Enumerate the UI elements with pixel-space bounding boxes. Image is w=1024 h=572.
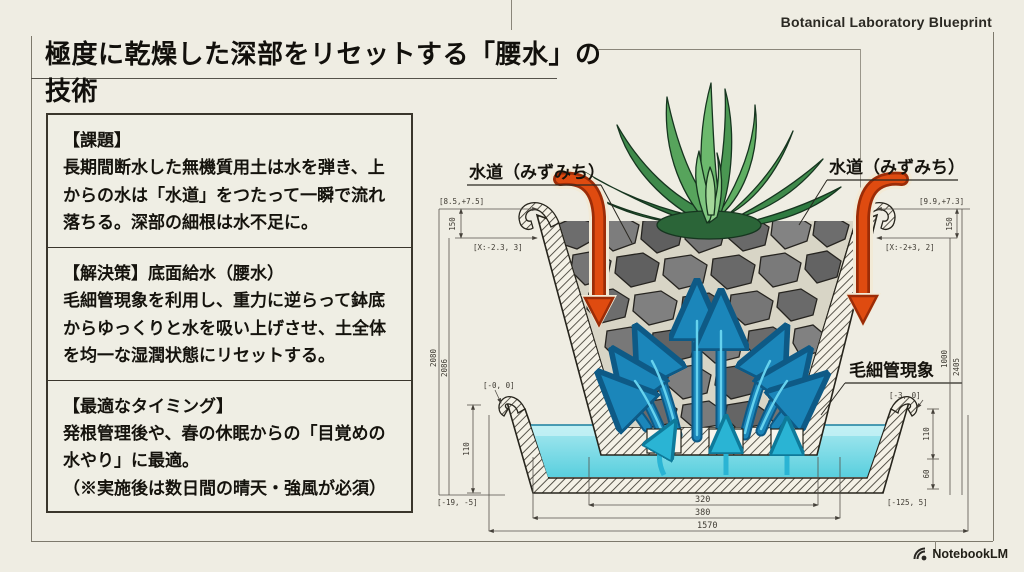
info-section-solution: 【解決策】底面給水（腰水） 毛細管現象を利用し、重力に逆らって鉢底からゆっくりと… [48,246,411,380]
svg-text:110: 110 [922,427,931,441]
svg-text:[X:-2.3, 3]: [X:-2.3, 3] [473,243,523,252]
svg-text:1000: 1000 [940,349,949,368]
svg-text:2080: 2080 [429,348,438,367]
svg-text:[8.5,+7.5]: [8.5,+7.5] [439,197,484,206]
label-mizumichi-right: 水道（みずみち） [829,157,965,177]
water-channel-arrow-right [845,168,912,327]
title-underline [31,78,557,79]
water-channel-arrow-left [550,168,617,329]
drainage-gaps [647,429,803,477]
svg-text:[X:-2+3, 2]: [X:-2+3, 2] [885,243,935,252]
footer-brand-text: NotebookLM [932,547,1008,561]
agave-plant [582,82,842,240]
info-section-problem: 【課題】 長期間断水した無機質用土は水を弾き、上からの水は「水道」をつたって一瞬… [48,115,411,247]
svg-text:380: 380 [695,508,710,518]
frame-bottom-line [31,541,993,542]
footer-brand: NotebookLM [913,547,1008,561]
info-body-problem: 長期間断水した無機質用土は水を弾き、上からの水は「水道」をつたって一瞬で流れ落ち… [63,158,386,233]
top-center-tick [511,0,512,30]
svg-text:60: 60 [922,469,931,479]
svg-text:1570: 1570 [697,521,717,531]
svg-text:[-3, 0]: [-3, 0] [889,391,921,400]
frame-right-line [993,32,994,541]
page-title: 極度に乾燥した深部をリセットする「腰水」の技術 [45,39,602,106]
label-mizumichi-left: 水道（みずみち） [469,162,605,182]
footer-tick [935,541,936,553]
info-body-solution: 毛細管現象を利用し、重力に逆らって鉢底からゆっくりと水を吸い上げさせ、土全体を均… [63,290,386,366]
svg-text:[-19, -5]: [-19, -5] [437,498,478,507]
info-section-timing: 【最適なタイミング】 発根管理後や、春の休眠からの「目覚めの水やり」に最適。 （… [48,379,411,513]
svg-text:110: 110 [462,442,471,456]
info-body-timing: 発根管理後や、春の休眠からの「目覚めの水やり」に最適。 （※実施後は数日間の晴天… [63,423,386,498]
info-heading-problem: 【課題】 [63,131,131,150]
svg-text:[9.9,+7.3]: [9.9,+7.3] [919,197,964,206]
svg-text:2086: 2086 [440,358,449,377]
info-heading-timing: 【最適なタイミング】 [63,396,233,416]
info-heading-solution: 【解決策】底面給水（腰水） [63,263,284,283]
svg-text:[-125, 5]: [-125, 5] [887,498,928,507]
top-brand-text: Botanical Laboratory Blueprint [780,14,992,30]
svg-text:150: 150 [448,217,457,231]
info-box: 【課題】 長期間断水した無機質用土は水を弾き、上からの水は「水道」をつたって一瞬… [46,113,413,513]
svg-text:2405: 2405 [952,358,961,376]
label-capillary: 毛細管現象 [849,360,934,380]
diagram-top-right-ext [860,49,861,209]
dimension-annotations: [8.5,+7.5] 150 [X:-2.3, 3] 2080 2086 [9.… [429,197,970,533]
svg-text:150: 150 [945,217,954,231]
saucer-cross-section [498,396,918,494]
diagram-top-line [598,49,860,50]
svg-text:320: 320 [695,495,710,505]
frame-left-line [31,36,32,541]
blueprint-diagram: 水道（みずみち） 水道（みずみち） 毛細管現象 [8.5,+7.5] 150 [… [429,82,970,533]
notebooklm-logo-icon [913,547,927,561]
svg-text:[-0, 0]: [-0, 0] [483,381,515,390]
